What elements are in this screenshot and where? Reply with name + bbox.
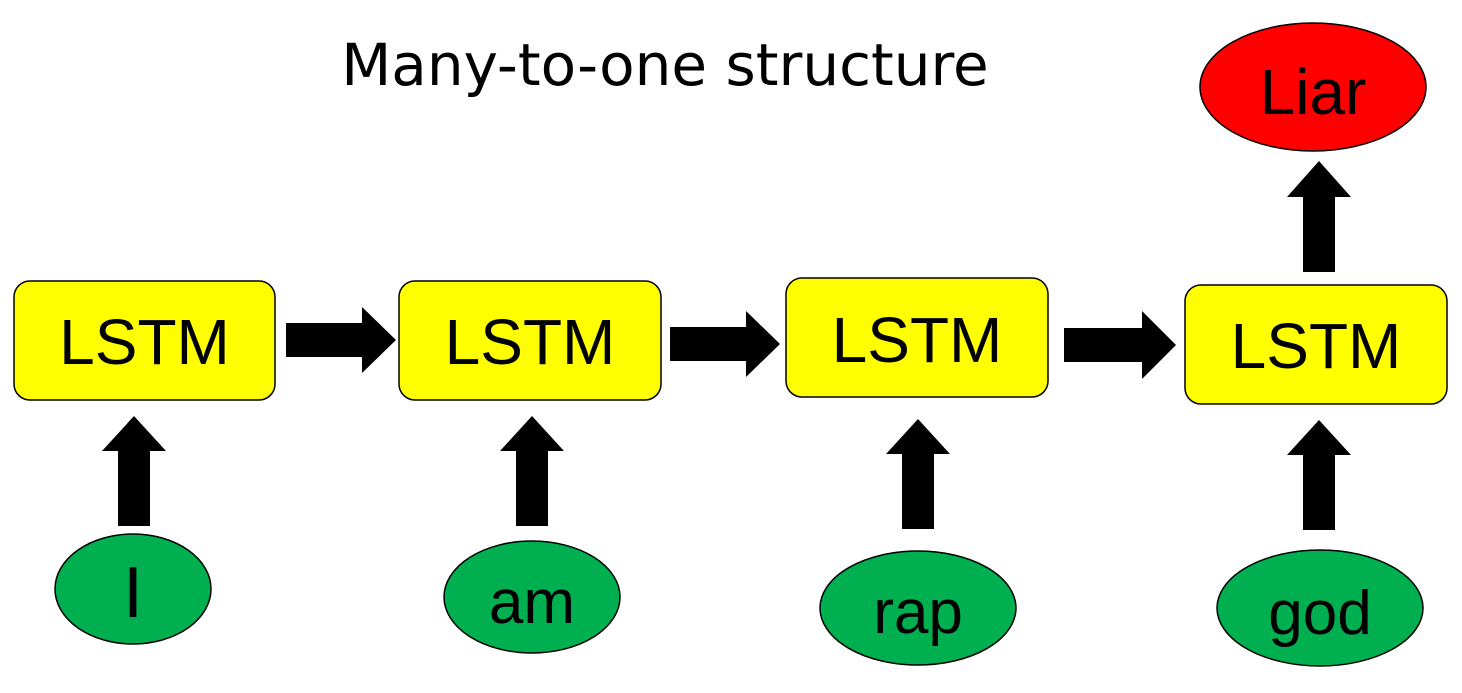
input-arrow-3: [886, 419, 950, 529]
output-node: Liar: [1199, 22, 1427, 152]
input-arrow-1: [102, 416, 166, 526]
input-node-label: god: [1268, 579, 1371, 648]
recurrent-arrow-2: [670, 311, 780, 377]
lstm-cell-label: LSTM: [445, 306, 616, 378]
input-node-4: god: [1216, 549, 1424, 667]
input-node-3: rap: [819, 550, 1017, 666]
lstm-cell-label: LSTM: [1231, 310, 1402, 382]
lstm-cell-label: LSTM: [59, 306, 230, 378]
recurrent-arrow-3: [1064, 311, 1176, 379]
output-arrow: [1287, 161, 1351, 272]
recurrent-arrow-1: [286, 307, 396, 373]
input-node-label: am: [489, 568, 575, 637]
input-node-label: I: [123, 553, 143, 633]
lstm-cell-1: LSTM: [13, 280, 276, 401]
diagram-title: Many-to-one structure: [341, 31, 989, 99]
input-node-label: rap: [873, 578, 963, 647]
lstm-cell-label: LSTM: [832, 304, 1003, 376]
input-node-2: am: [443, 540, 621, 654]
lstm-cell-3: LSTM: [785, 277, 1049, 398]
lstm-cell-2: LSTM: [398, 280, 662, 401]
input-arrow-2: [500, 416, 564, 526]
input-node-1: I: [54, 533, 212, 645]
input-arrow-4: [1287, 420, 1351, 530]
lstm-cell-4: LSTM: [1184, 284, 1448, 405]
output-node-label: Liar: [1260, 56, 1367, 128]
